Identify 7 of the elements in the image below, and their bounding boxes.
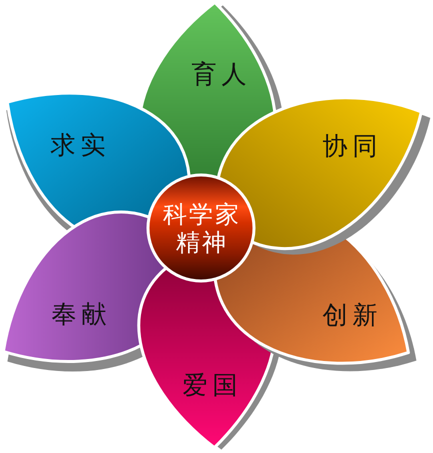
petal-label: 求实	[50, 132, 110, 160]
petal-label: 奉献	[52, 300, 112, 330]
center-label: 科学家精神	[162, 201, 242, 257]
petal-label: 爱国	[182, 372, 242, 400]
petal-label: 协同	[322, 132, 382, 162]
petal-label: 育人	[192, 60, 252, 90]
petal-label: 创新	[322, 302, 382, 330]
